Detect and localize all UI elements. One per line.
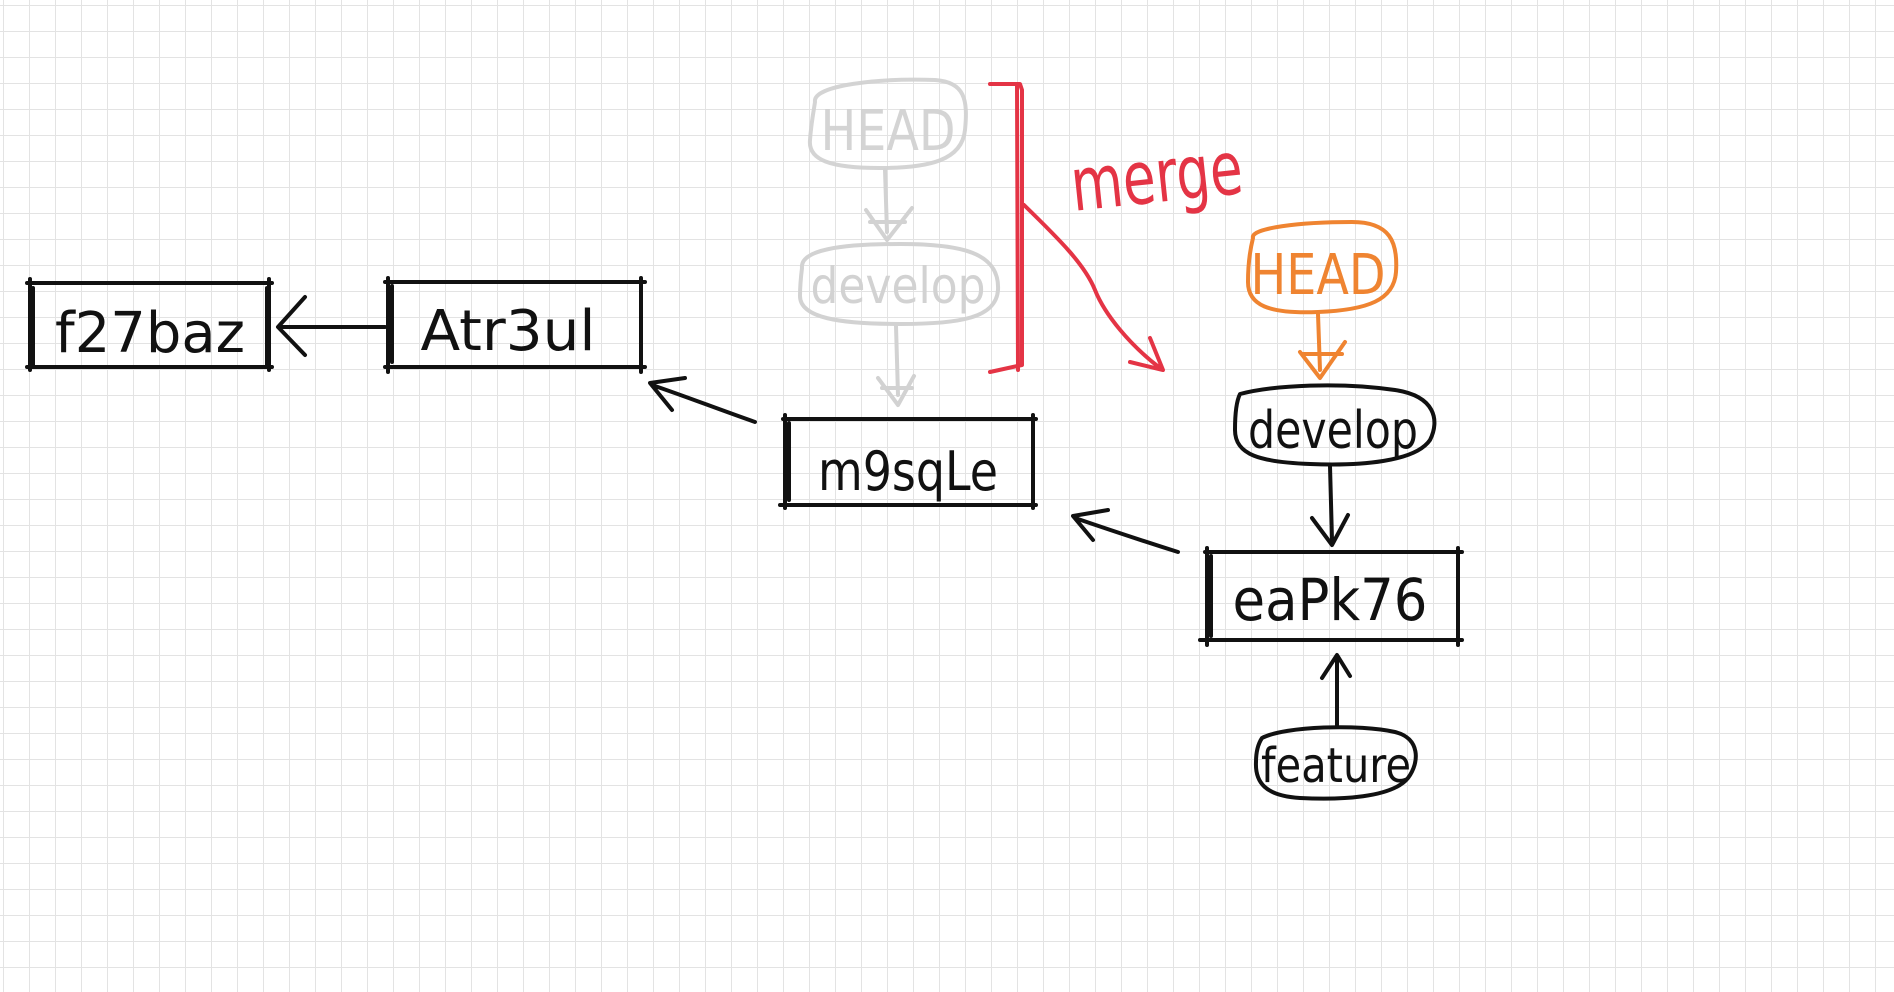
feature-label: feature (1261, 738, 1411, 794)
merge-arrow (1022, 203, 1165, 372)
old-head-arrow (864, 168, 914, 242)
commit-node-m9sqLe: m9sqLe (778, 413, 1038, 510)
new-head-arrow (1298, 312, 1347, 380)
commit-node-Atr3ul: Atr3ul (383, 276, 647, 374)
merge-bracket (988, 82, 1024, 374)
commit-label-Atr3ul: Atr3ul (421, 299, 596, 364)
new-develop-pointer: develop (1233, 383, 1437, 467)
new-develop-arrow (1310, 464, 1350, 547)
commit-label-eaPk76: eaPk76 (1233, 566, 1428, 634)
old-develop-label: develop (811, 257, 986, 315)
old-develop-pointer: develop (798, 242, 1001, 326)
feature-pointer: feature (1253, 725, 1418, 801)
old-head-label: HEAD (821, 99, 956, 164)
merge-label: merge (1067, 125, 1247, 229)
old-head-pointer: HEAD (807, 77, 968, 170)
new-head-label: HEAD (1251, 243, 1386, 308)
commit-label-f27baz: f27baz (55, 301, 245, 366)
parent-arrow-Atr3ul-to-f27baz (276, 295, 387, 357)
feature-arrow (1320, 653, 1352, 727)
commit-node-eaPk76: eaPk76 (1198, 546, 1464, 647)
new-head-pointer: HEAD (1246, 220, 1399, 315)
old-develop-arrow (876, 324, 916, 407)
parent-arrow-eaPk76-to-m9sqLe (1071, 508, 1180, 554)
commit-label-m9sqLe: m9sqLe (818, 440, 998, 503)
parent-arrow-m9sqLe-to-Atr3ul (648, 376, 757, 424)
new-develop-label: develop (1248, 401, 1418, 461)
commit-node-f27baz: f27baz (25, 277, 274, 372)
